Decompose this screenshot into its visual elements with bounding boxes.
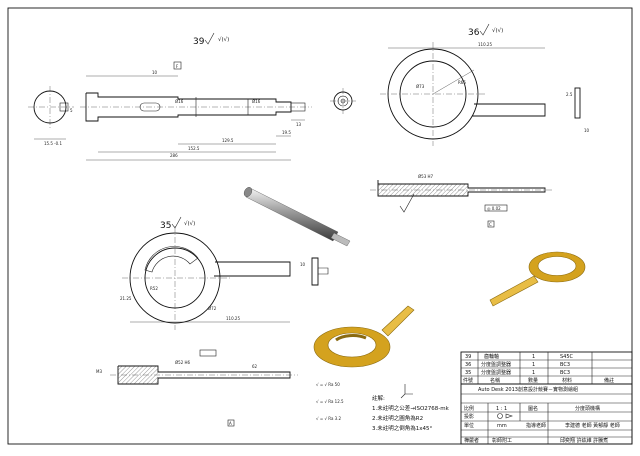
dim-overall: 286 [170, 153, 178, 158]
svg-text:件號: 件號 [463, 377, 473, 384]
part-35-view: 35 √(√) 110.25 R52 Ø72 21.25 10 Ø52 H6 6… [96, 216, 329, 427]
note-1: 1.未註明之公差→ISO2768-mk [372, 404, 450, 412]
svg-text:數量: 數量 [528, 377, 538, 384]
ring35-radius: Ø72 [208, 306, 217, 311]
drawing-name: 分度頭機構 [575, 405, 600, 412]
svg-text:材料: 材料 [562, 377, 572, 384]
svg-text:邱奕翔 許紘維 許騰煮: 邱奕翔 許紘維 許騰煮 [560, 437, 608, 444]
dia-2: Ø16 [252, 99, 261, 104]
sheet-border [7, 7, 633, 445]
svg-text:1: 1 [532, 354, 535, 360]
surface-finish-symbol [204, 32, 215, 45]
datum-f-text: F [176, 64, 179, 69]
datum-a: A [229, 421, 232, 426]
ring-side-view [574, 87, 581, 119]
svg-text:BC3: BC3 [560, 362, 570, 368]
keyway-section [59, 102, 69, 112]
shaft-profile [85, 92, 292, 122]
dim-mid: 152.5 [188, 146, 200, 151]
ring35-section-dia: Ø52 H6 [175, 360, 191, 365]
ring35-side [311, 257, 319, 286]
part-36-label: 36 [468, 28, 480, 38]
ring35-height: 21.25 [120, 296, 132, 301]
lever-arm [472, 103, 546, 117]
legend-row-3: √ = √ Ra 3.2 [316, 416, 341, 421]
part-39-finish-note: √(√) [218, 36, 229, 43]
ring-length: 110.25 [478, 42, 492, 47]
svg-text:比例: 比例 [464, 405, 474, 412]
finish-legend: √ = √ Ra 50 √ = √ Ra 12.5 √ = √ Ra 3.2 [316, 382, 344, 421]
note-3: 3.未註明之倒角為1x45° [372, 424, 433, 432]
shaft-3d-render [243, 187, 351, 247]
svg-text:1: 1 [532, 370, 535, 376]
legend-row-1: √ = √ Ra 50 [316, 382, 340, 387]
svg-text:39: 39 [465, 354, 471, 360]
svg-text:BC3: BC3 [560, 370, 570, 376]
ring-3d-render-large [313, 305, 415, 368]
datum-f [173, 61, 182, 70]
datum-c: C [489, 222, 492, 227]
ring35-handle [214, 261, 291, 277]
ring-side-dim: 10 [584, 128, 590, 133]
ring-radius: R65 [458, 80, 466, 85]
part-36-finish-note: √(√) [492, 27, 503, 34]
svg-text:樺嚴者: 樺嚴者 [464, 437, 479, 444]
svg-text:彰師附工: 彰師附工 [492, 437, 512, 444]
ring35-m-dim: M3 [96, 369, 102, 374]
dim-tip: 13 [296, 122, 302, 127]
legend-row-2: √ = √ Ra 12.5 [316, 399, 344, 404]
dim-tail: 19.5 [282, 130, 291, 135]
ring35-length: 110.25 [226, 316, 240, 321]
svg-text:S45C: S45C [560, 354, 574, 360]
svg-text:齒輪軸: 齒輪軸 [484, 353, 499, 360]
ring35-dia: R52 [150, 286, 158, 291]
competition-title: Auto Desk 2013創意設計競賽－實物測繪組 [478, 386, 578, 393]
svg-text:圖名: 圖名 [528, 405, 538, 412]
notes-title: 註解: [372, 394, 385, 402]
svg-text:35: 35 [465, 370, 471, 376]
dim-body: 129.5 [222, 138, 234, 143]
notes-block: 註解: 1.未註明之公差→ISO2768-mk 2.未註明之圓角為R2 3.未註… [372, 384, 450, 432]
dim-head: 10 [152, 70, 158, 75]
svg-text:李建德 老師 黃郁靜 老師: 李建德 老師 黃郁靜 老師 [565, 422, 620, 429]
part-39-label: 39 [193, 37, 205, 47]
ring-3d-render-small [489, 251, 586, 307]
part-35-label: 35 [160, 221, 171, 231]
part-39-view: 39 √(√) 15.5 -0.1 5 286 152.5 129.5 19.5 [28, 32, 356, 161]
svg-text:名稱: 名稱 [490, 377, 500, 384]
dia-1: Ø16 [175, 99, 184, 104]
ring-section-dia: Ø53 H7 [418, 174, 434, 179]
svg-text:投影: 投影 [464, 413, 474, 420]
svg-text:1: 1 [532, 362, 535, 368]
svg-text:1 : 1: 1 : 1 [496, 406, 507, 412]
svg-text:備註: 備註 [604, 377, 614, 384]
ring-dia: Ø73 [416, 84, 425, 89]
ring-thick: 2.5 [566, 92, 573, 97]
tolerance-frame [484, 204, 508, 212]
svg-text:36: 36 [465, 362, 471, 368]
svg-text:分度盤調整器: 分度盤調整器 [481, 369, 511, 376]
svg-text:指導老師: 指導老師 [526, 422, 546, 429]
ring35-side-dim: 10 [300, 262, 306, 267]
keyway-dim: 5 [70, 108, 73, 113]
ring35-section-len: 62 [252, 364, 258, 369]
part-36-view: 36 √(√) R65 Ø73 110.25 2.5 10 Ø53 H7 ◎ 0… [370, 23, 590, 228]
title-block: 39 齒輪軸 1 S45C 36 分度盤調整器 1 BC3 35 分度盤調整器 … [460, 351, 633, 445]
section-dim: 15.5 -0.1 [44, 141, 62, 146]
svg-text:單位: 單位 [464, 422, 474, 429]
note-2: 2.未註明之圓角為R2 [372, 414, 423, 422]
tolerance-text: ◎ 0.02 [487, 206, 501, 211]
svg-text:分度盤調整器: 分度盤調整器 [481, 361, 511, 368]
svg-text:mm: mm [497, 423, 507, 429]
part-35-finish-note: √(√) [184, 220, 195, 227]
